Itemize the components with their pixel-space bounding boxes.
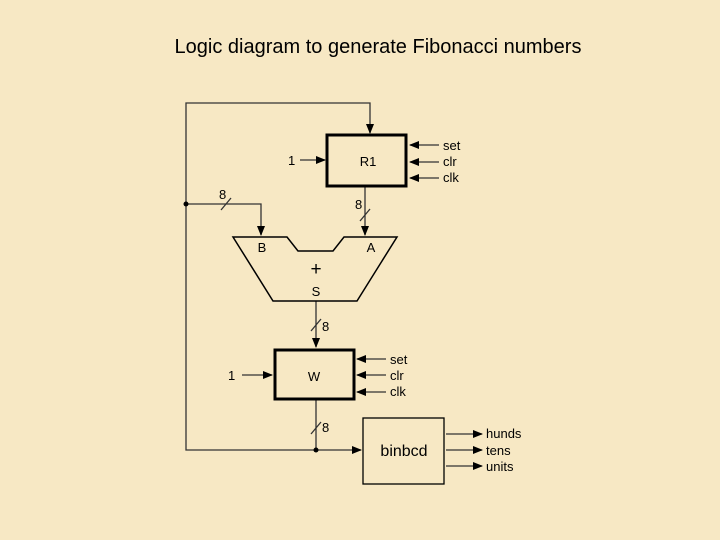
adder-input-b: B	[258, 240, 267, 255]
r1-set-label: set	[443, 138, 461, 153]
bus-slash-w	[310, 421, 322, 435]
w-clr-label: clr	[390, 368, 404, 383]
adder-plus-symbol: +	[310, 259, 321, 280]
bus-slash-r1	[359, 208, 371, 222]
r1-clk-label: clk	[443, 170, 459, 185]
feedback-wire	[185, 102, 374, 451]
r1-input-value: 1	[288, 153, 295, 168]
adder-block	[231, 236, 399, 302]
w-set-label: set	[390, 352, 408, 367]
r1-register	[325, 133, 408, 188]
w-input-value: 1	[228, 368, 235, 383]
binbcd-label: binbcd	[380, 443, 427, 460]
r1-bus-width: 8	[355, 197, 362, 212]
bus-slash-feedback	[220, 197, 232, 211]
binbcd-output-hunds: hunds	[486, 426, 522, 441]
page-title: Logic diagram to generate Fibonacci numb…	[174, 36, 582, 58]
adder-bus-width: 8	[322, 319, 329, 334]
adder-input-a: A	[367, 240, 376, 255]
wire-to-b	[186, 203, 265, 236]
w-register	[273, 348, 356, 401]
binbcd-block	[362, 417, 445, 485]
feedback-bus-width: 8	[219, 187, 226, 202]
junction-dot-output	[313, 447, 319, 453]
adder-output-s: S	[312, 284, 321, 299]
w-clk-label: clk	[390, 384, 406, 399]
junction-dot-feedback	[183, 201, 189, 207]
w-label: W	[308, 369, 321, 384]
r1-label: R1	[360, 154, 377, 169]
bus-slash-adder	[310, 318, 322, 332]
w-bus-width: 8	[322, 420, 329, 435]
r1-clr-label: clr	[443, 154, 457, 169]
binbcd-output-units: units	[486, 459, 514, 474]
binbcd-output-tens: tens	[486, 443, 511, 458]
